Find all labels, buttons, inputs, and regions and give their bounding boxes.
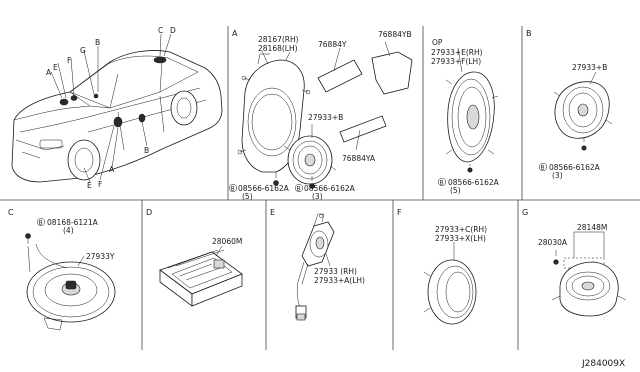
op-screw-part: 08566-6162A [448,178,500,187]
callout-f-lower: F [98,180,102,189]
screw-marker-b: B [541,165,545,172]
section-a-speaker [283,135,337,185]
section-f-tweeter [423,242,477,325]
screw-marker-c: B [39,220,43,227]
label-f-part-rh: 27933+C(RH) [435,225,487,234]
callout-e-lower: E [87,181,92,190]
label-e-part-lh: 27933+A(LH) [314,276,365,285]
callout-a: A [46,68,52,77]
label-28168: 28168(LH) [258,44,298,53]
screw-marker-op: B [440,180,444,187]
section-a-pads [317,51,413,143]
section-op-speaker [445,47,499,173]
section-g-letter: G [522,208,528,217]
section-c-letter: C [8,208,14,217]
section-c-speaker [26,243,116,331]
label-screw-a1-qty: (5) [242,192,253,201]
section-e-labels: 27933 (RH) 27933+A(LH) [314,267,365,285]
label-28167: 28167(RH) [258,35,299,44]
label-76884y: 76884Y [318,40,347,49]
label-b-screw-qty: (3) [552,171,563,180]
op-part-rh: 27933+E(RH) [431,48,483,57]
callout-b: B [95,38,100,47]
section-d-amplifier [159,245,243,307]
label-screw-a1: 08566-6162A [238,184,290,193]
section-a-bracket [237,51,311,173]
section-a-letter: A [232,29,238,38]
section-d-letter: D [146,208,152,217]
label-g-part-bracket: 28030A [538,238,568,247]
section-a-screws [273,172,315,189]
op-screw-qty: (5) [450,186,461,195]
section-b-labels: 27933+B B 08566-6162A (3) [538,63,607,180]
label-screw-a2-qty: (3) [312,192,323,201]
section-g-labels: 28148M 28030A [538,223,607,247]
callout-a-lower: A [109,165,115,174]
car-overview [11,33,223,183]
section-g-assembly [551,231,627,317]
section-e-tweeter [295,213,335,321]
car-callout-labels: A B C D E F G B A E F [46,26,176,190]
label-b-screw: 08566-6162A [549,163,601,172]
section-f-labels: 27933+C(RH) 27933+X(LH) [435,225,487,243]
panel-dividers [0,26,640,350]
label-c-screw-qty: (4) [63,226,74,235]
label-g-part-assy: 28148M [577,223,607,232]
section-a-leaders [261,41,391,151]
section-b-letter: B [526,29,532,38]
section-e-letter: E [270,208,275,217]
label-b-part: 27933+B [572,63,607,72]
callout-d: D [170,26,176,35]
label-76884ya: 76884YA [342,154,376,163]
callout-e: E [53,63,58,72]
label-76884yb: 76884YB [378,30,412,39]
op-part-lh: 27933+F(LH) [431,57,481,66]
section-a-labels: 28167(RH) 28168(LH) 76884Y 76884YB 27933… [228,30,412,201]
callout-b-lower: B [144,146,149,155]
label-c-screw: 08168-6121A [47,218,99,227]
section-c-labels: B 08168-6121A (4) 27933Y [36,217,115,261]
section-op-labels: OP 27933+E(RH) 27933+F(LH) B 08566-6162A… [431,38,500,195]
label-e-part-rh: 27933 (RH) [314,267,357,276]
callout-g: G [80,46,86,55]
label-c-part: 27933Y [86,252,115,261]
callout-f: F [67,56,71,65]
section-c-screw [25,233,31,244]
label-d-part: 28060M [212,237,242,246]
op-title: OP [432,38,443,47]
label-f-part-lh: 27933+X(LH) [435,234,486,243]
callout-c: C [158,26,163,35]
label-27933b: 27933+B [308,113,343,122]
section-f-letter: F [397,208,402,217]
screw-marker-a1: B [231,186,235,193]
label-screw-a2: 08566-6162A [304,184,356,193]
section-b-speaker [553,71,613,151]
screw-marker-a2: B [297,186,301,193]
diagram-id: J284009X [581,359,625,369]
